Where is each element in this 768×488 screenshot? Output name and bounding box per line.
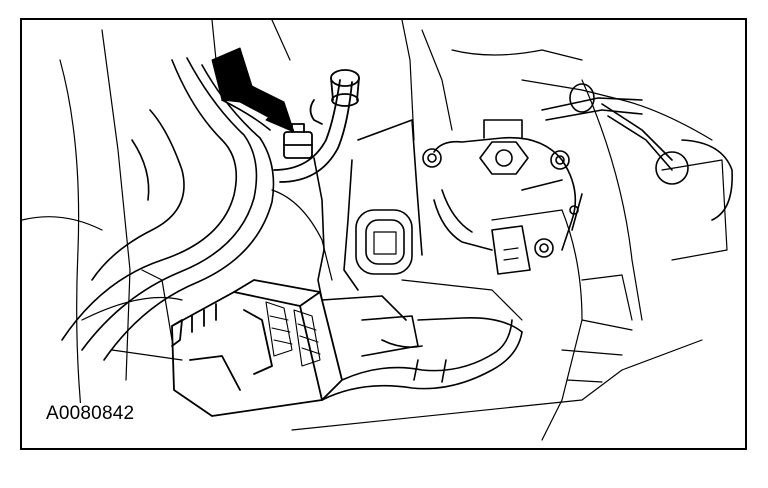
background-structure [22, 20, 728, 441]
harness-conduit [321, 315, 523, 401]
figure-id-label: A0080842 [44, 403, 137, 425]
range-sensor-assembly [422, 119, 583, 275]
wiring-harness [61, 57, 289, 361]
line-art-illustration [22, 20, 733, 441]
callout-arrow-icon [211, 47, 295, 133]
electrical-connector [171, 279, 343, 417]
figure-frame: A0080842 [20, 18, 747, 450]
bracket-outline [313, 119, 423, 321]
vacuum-line [273, 69, 360, 183]
shift-linkage [541, 83, 733, 221]
connector-socket [355, 209, 413, 275]
